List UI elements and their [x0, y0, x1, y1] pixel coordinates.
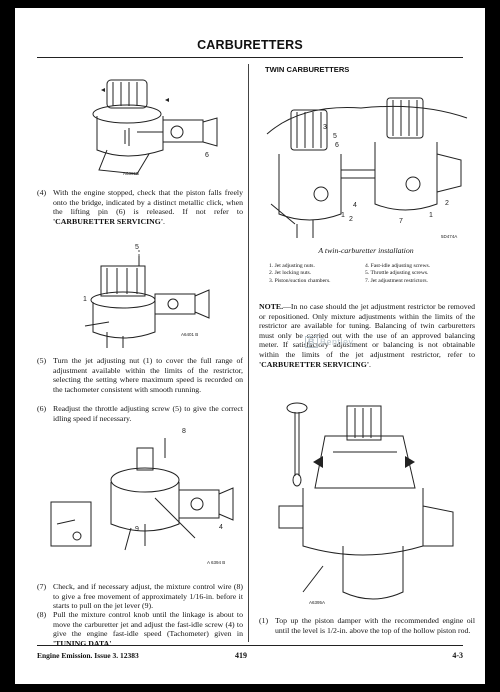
header-rule — [37, 57, 463, 58]
carburetter-illustration-3 — [50, 438, 234, 551]
step-8: (8) Pull the mixture control knob until … — [37, 610, 243, 648]
callout-label: 4 — [353, 202, 357, 209]
figure-code: A6401 B — [181, 332, 199, 337]
step-4: (4) With the engine stopped, check that … — [37, 188, 243, 226]
step-number: (7) — [37, 582, 47, 591]
step-1: (1) Top up the piston damper with the re… — [259, 616, 475, 635]
figure-code: A 6394 B — [207, 560, 226, 565]
callout-label: 1 — [83, 296, 87, 303]
step-6-text: Readjust the throttle adjusting screw (5… — [53, 404, 243, 423]
step-1-text: Top up the piston damper with the recomm… — [275, 616, 475, 635]
legend-item: 7. Jet adjustment restrictors. — [365, 277, 428, 284]
legend-item: 1. Jet adjusting nuts. — [269, 263, 315, 269]
footer-rule — [37, 645, 463, 646]
callout-label: 6 — [335, 142, 339, 149]
figure-caption: A twin-carburetter installation — [318, 246, 414, 255]
legend-item: 4. Fast-idle adjusting screws. — [365, 263, 431, 269]
step-8-reference: 'TUNING DATA' — [53, 638, 112, 648]
column-divider — [248, 64, 249, 642]
note-reference: 'CARBURETTER SERVICING' — [259, 359, 369, 369]
step-number: (1) — [259, 616, 269, 625]
note-lead: NOTE. — [259, 302, 284, 311]
step-8-end: . — [111, 638, 114, 648]
page-title: CARBURETTERS — [197, 38, 303, 52]
legend-item: 2. Jet locking nuts. — [269, 270, 312, 277]
callout-label: 9 — [135, 526, 139, 533]
page-number: 419 — [235, 651, 247, 660]
callout-label: 2 — [445, 200, 449, 207]
callout-label: 3 — [323, 124, 327, 131]
twin-carburetter-illustration — [266, 97, 468, 238]
callout-label: 2 — [349, 216, 353, 223]
callout-label: 7 — [399, 218, 403, 225]
callout-label: 6 — [205, 152, 209, 159]
step-text: Pull the mixture control knob until the … — [37, 610, 243, 648]
step-7-text: Check, and if necessary adjust, the mixt… — [53, 582, 243, 611]
figure-code: 5D474A — [441, 234, 458, 239]
step-4-reference: 'CARBURETTER SERVICING' — [53, 216, 163, 226]
note-text: —In no case should the jet adjustment re… — [259, 302, 475, 359]
watermark-letter: B — [305, 336, 318, 348]
step-number: (4) — [37, 188, 47, 197]
legend-item: 5. Throttle adjusting screws. — [365, 270, 429, 277]
step-number: (5) — [37, 356, 47, 365]
step-number: (8) — [37, 610, 47, 619]
callout-label: 5 — [333, 133, 337, 140]
carburetter-illustration-2 — [84, 250, 210, 348]
step-4-text: With the engine stopped, check that the … — [53, 188, 243, 217]
watermark-text: Bentley — [320, 337, 354, 347]
step-8-text: Pull the mixture control knob until the … — [53, 610, 243, 639]
callout-label: 8 — [182, 428, 186, 435]
note-paragraph: NOTE.—In no case should the jet adjustme… — [259, 302, 475, 369]
manual-page: CARBURETTERS A6395B 6 — [15, 8, 485, 684]
legend-item: 3. Piston/suction chambers. — [269, 277, 331, 284]
step-text: With the engine stopped, check that the … — [37, 188, 243, 226]
callout-label: 5 — [135, 244, 139, 251]
callout-label: 1 — [429, 212, 433, 219]
step-7: (7) Check, and if necessary adjust, the … — [37, 582, 243, 611]
carburetter-illustration-1 — [92, 79, 218, 175]
figure-code: A6395A — [309, 600, 326, 605]
callout-label: 1 — [341, 212, 345, 219]
step-4-end: . — [163, 216, 165, 226]
step-6: (6) Readjust the throttle adjusting scre… — [37, 404, 243, 423]
figure-twin-carburetters: 3 5 6 4 2 1 2 1 7 5D474A — [261, 74, 473, 239]
piston-damper-illustration — [278, 402, 454, 600]
section-heading: TWIN CARBURETTERS — [265, 65, 350, 74]
figure-piston-damper: A6395A — [263, 396, 473, 614]
callout-label: 4 — [219, 524, 223, 531]
step-5-text: Turn the jet adjusting nut (1) to cover … — [53, 356, 243, 394]
step-5: (5) Turn the jet adjusting nut (1) to co… — [37, 356, 243, 394]
note-end: . — [369, 359, 371, 369]
figure-mixture-control: 8 9 4 A 6394 B — [45, 428, 245, 568]
figure-code: A6395B — [123, 171, 140, 176]
section-page: 4-3 — [452, 651, 463, 660]
step-number: (6) — [37, 404, 47, 413]
footer-left: Engine Emission. Issue 3. 12383 — [37, 651, 139, 660]
figure-jet-adjusting-nut: 1 5 A6401 B — [77, 240, 217, 350]
figure-piston-lifting-pin: A6395B 6 — [77, 70, 227, 180]
figure-legend: 1. Jet adjusting nuts. 4. Fast-idle adju… — [269, 263, 469, 285]
